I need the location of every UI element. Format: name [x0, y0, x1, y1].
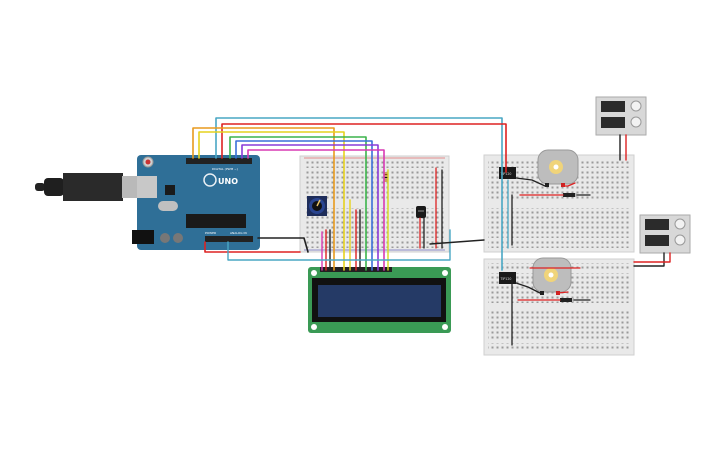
dc-motor-top[interactable] — [537, 149, 579, 187]
dc-motor-bottom[interactable] — [532, 257, 572, 295]
power-supply-top[interactable] — [595, 96, 647, 136]
wire-purple[interactable] — [241, 144, 379, 271]
analog-header-text: ANALOG IN — [230, 231, 247, 235]
wire-blue[interactable] — [235, 140, 373, 271]
wires — [192, 117, 671, 346]
power-analog-header[interactable] — [205, 236, 253, 242]
transistor-label: TIP120 — [500, 277, 512, 281]
brand-text: UNO — [218, 177, 238, 186]
usb-cable[interactable] — [35, 173, 144, 201]
small-chip — [165, 185, 175, 195]
crystal — [158, 201, 178, 211]
arduino-logo-icon — [203, 173, 217, 187]
capacitor-2 — [173, 233, 183, 243]
temperature-sensor[interactable] — [416, 206, 426, 218]
atmega-chip — [186, 214, 246, 228]
arduino-uno-board[interactable]: UNO DIGITAL (PWM ~) POWER ANALOG IN — [132, 155, 260, 250]
capacitor-1 — [160, 233, 170, 243]
power-jack — [132, 230, 154, 244]
wire-5v[interactable] — [204, 241, 301, 253]
usb-port — [137, 176, 157, 198]
transistor-top[interactable]: TIP120 — [499, 167, 516, 179]
reset-icon — [145, 159, 151, 165]
wire-ground-bridge[interactable] — [429, 239, 485, 245]
wire-green[interactable] — [229, 136, 367, 271]
digital-header[interactable] — [186, 158, 252, 164]
power-supply-bottom[interactable] — [639, 214, 691, 254]
lcd-display[interactable] — [308, 267, 451, 333]
lcd-screen — [318, 285, 441, 317]
wire-red-signal[interactable] — [221, 123, 507, 173]
wire-pink[interactable] — [247, 149, 385, 271]
resistor-main — [384, 172, 388, 182]
diode-bottom — [560, 298, 574, 302]
diode-top — [563, 193, 577, 197]
transistor-label: TIP120 — [500, 172, 512, 176]
transistor-bottom[interactable]: TIP120 — [499, 272, 516, 284]
wire-analog[interactable] — [227, 229, 451, 261]
digital-header-text: DIGITAL (PWM ~) — [212, 167, 238, 171]
potentiometer[interactable] — [307, 196, 327, 216]
wire-yellow[interactable] — [198, 131, 345, 271]
wire-gnd[interactable] — [257, 237, 309, 253]
wire-orange[interactable] — [192, 127, 335, 271]
potentiometer-knob-icon — [316, 199, 321, 207]
wire-teal-pwm[interactable] — [215, 117, 503, 271]
power-header-text: POWER — [205, 231, 216, 235]
